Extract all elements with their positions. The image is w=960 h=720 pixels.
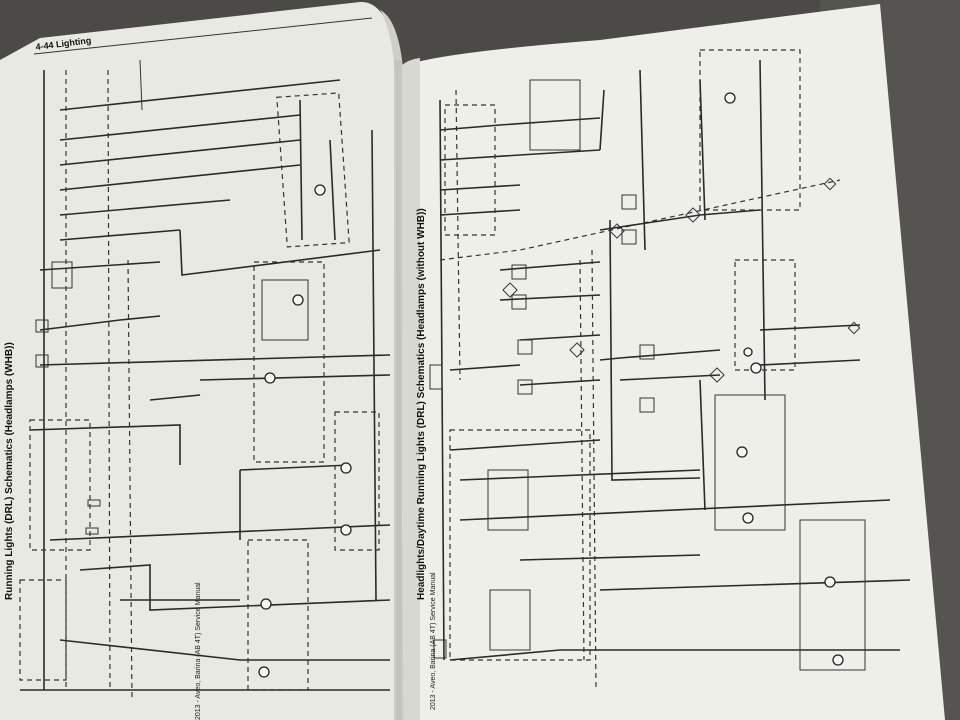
right-page: Headlights/Daytime Running Lights (DRL) … bbox=[398, 4, 945, 720]
left-page-side-title: Running Lights (DRL) Schematics (Headlam… bbox=[4, 342, 15, 600]
right-footer: 2013 - Aveo, Barina (AB 4T) Service Manu… bbox=[430, 572, 437, 710]
left-footer: 2013 - Aveo, Barina (AB 4T) Service Manu… bbox=[195, 582, 202, 720]
right-schematic bbox=[429, 49, 911, 691]
right-page-side-title: Headlights/Daytime Running Lights (DRL) … bbox=[416, 208, 427, 600]
left-schematic bbox=[19, 59, 391, 701]
left-page: 4-44 Lighting Running Lights (DRL) Schem… bbox=[0, 1, 404, 720]
